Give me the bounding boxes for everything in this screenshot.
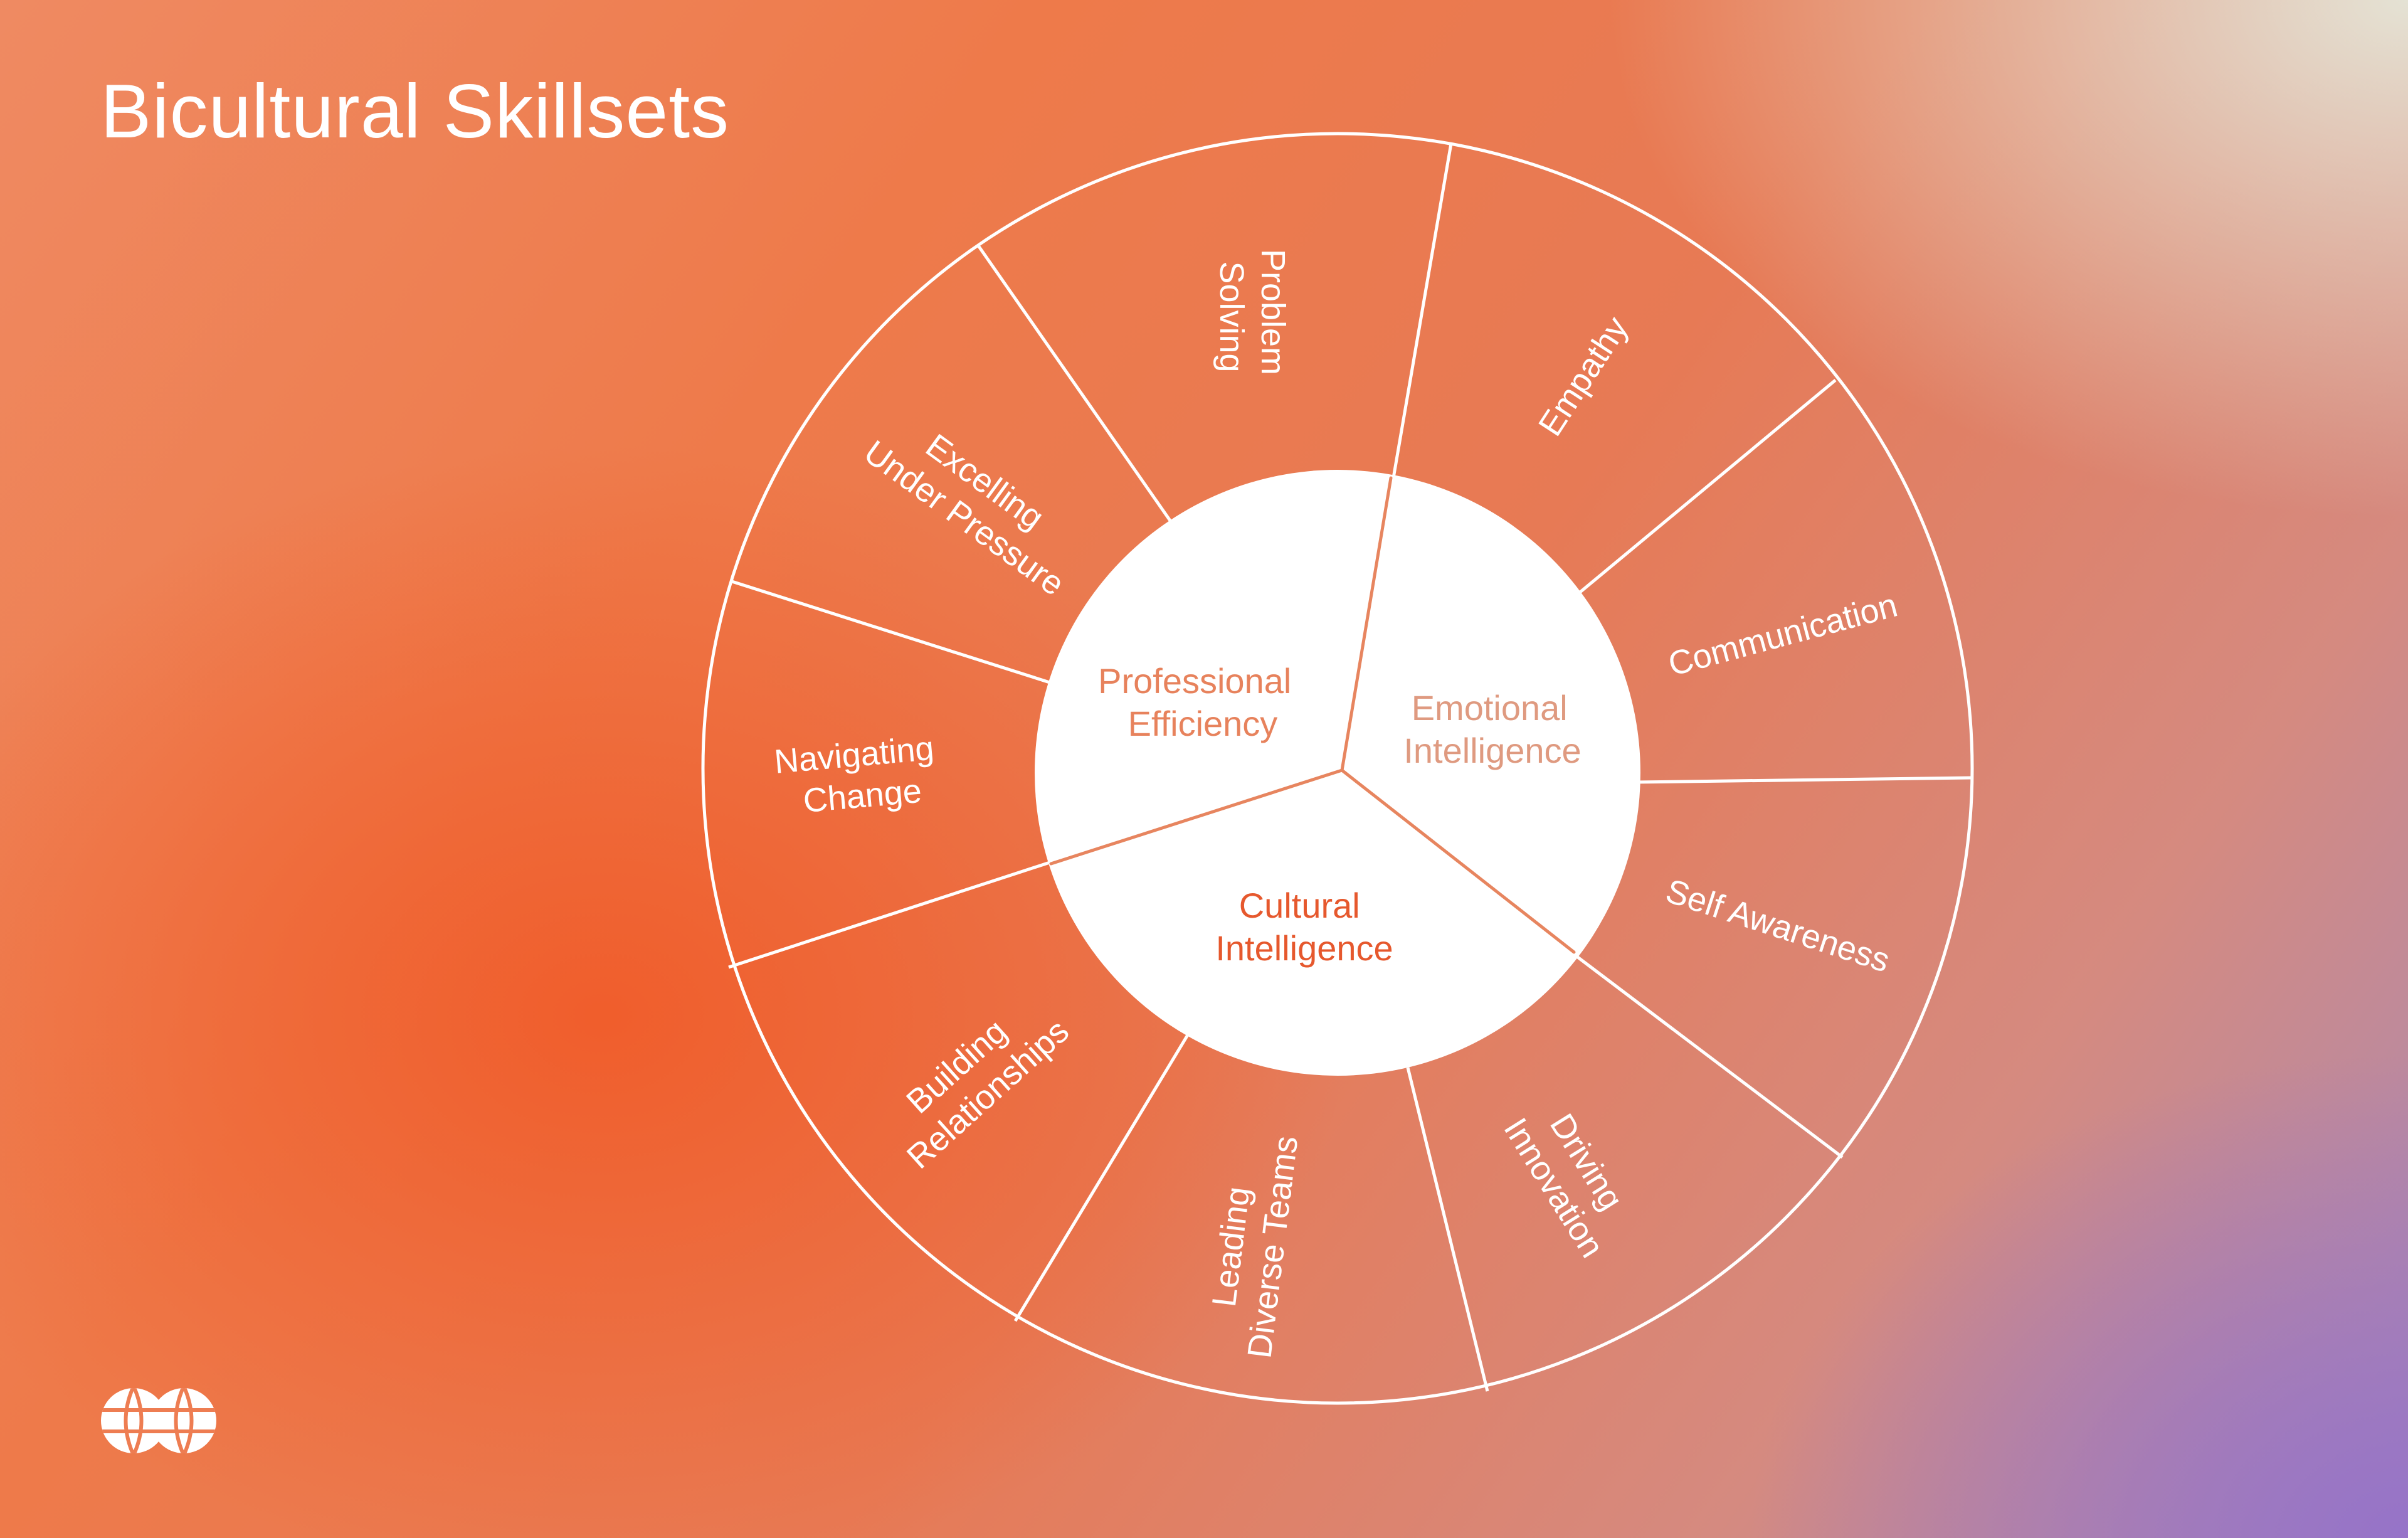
core-cultural-line-2: Intelligence (1215, 928, 1393, 968)
segment-label-problem-solving: Problem Solving (1213, 249, 1292, 384)
globe-grid-icon (101, 1388, 216, 1453)
communication-line-1: Communication (1664, 586, 1901, 683)
leading-diverse-teams-line-2: Diverse Teams (1240, 1134, 1305, 1360)
core-emotional-line-2: Intelligence (1403, 731, 1581, 770)
divider-5 (1406, 1067, 1489, 1392)
segment-dividers (728, 143, 1972, 1392)
segment-label-communication: Communication (1664, 586, 1901, 683)
segment-label-building-relationships: Building Relationships (872, 982, 1076, 1177)
divider-3 (1635, 776, 1972, 784)
segment-label-self-awareness: Self Awareness (1661, 872, 1894, 980)
core-divider-1 (1340, 476, 1393, 772)
self-awareness-line-1: Self Awareness (1661, 872, 1894, 980)
outer-ring (701, 132, 1974, 1405)
page-title: Bicultural Skillsets (100, 68, 730, 154)
core-cultural-line-1: Cultural (1239, 886, 1360, 925)
divider-8 (729, 579, 1052, 685)
segment-label-driving-innovation: Driving Innovation (1496, 1090, 1646, 1264)
core-professional-line-1: Professional (1098, 661, 1291, 701)
core-dividers (1049, 476, 1576, 954)
divider-9 (977, 245, 1172, 522)
core-label-professional: Professional Efficiency (1098, 661, 1301, 743)
divider-7 (728, 861, 1050, 969)
core-label-emotional: Emotional Intelligence (1403, 688, 1581, 770)
problem-solving-line-2: Solving (1213, 261, 1250, 372)
core-professional-line-2: Efficiency (1128, 704, 1278, 743)
core-divider-2 (1340, 768, 1576, 954)
problem-solving-line-1: Problem (1254, 249, 1292, 375)
empathy-line-1: Empathy (1531, 310, 1635, 442)
divider-1 (1391, 143, 1453, 479)
segment-label-empathy: Empathy (1531, 310, 1635, 442)
divider-4 (1571, 952, 1844, 1159)
segment-label-navigating-change: Navigating Change (773, 728, 948, 822)
core-divider-3 (1049, 768, 1344, 866)
divider-2 (1576, 379, 1837, 596)
segment-label-leading-diverse-teams: Leading Diverse Teams (1200, 1129, 1305, 1360)
core-label-cultural: Cultural Intelligence (1215, 886, 1393, 968)
navigating-change-line-2: Change (801, 772, 923, 820)
core-emotional-line-1: Emotional (1412, 688, 1568, 728)
segment-label-excelling-under-pressure: Excelling Under Pressure (857, 400, 1096, 603)
divider-6 (1013, 1034, 1190, 1322)
